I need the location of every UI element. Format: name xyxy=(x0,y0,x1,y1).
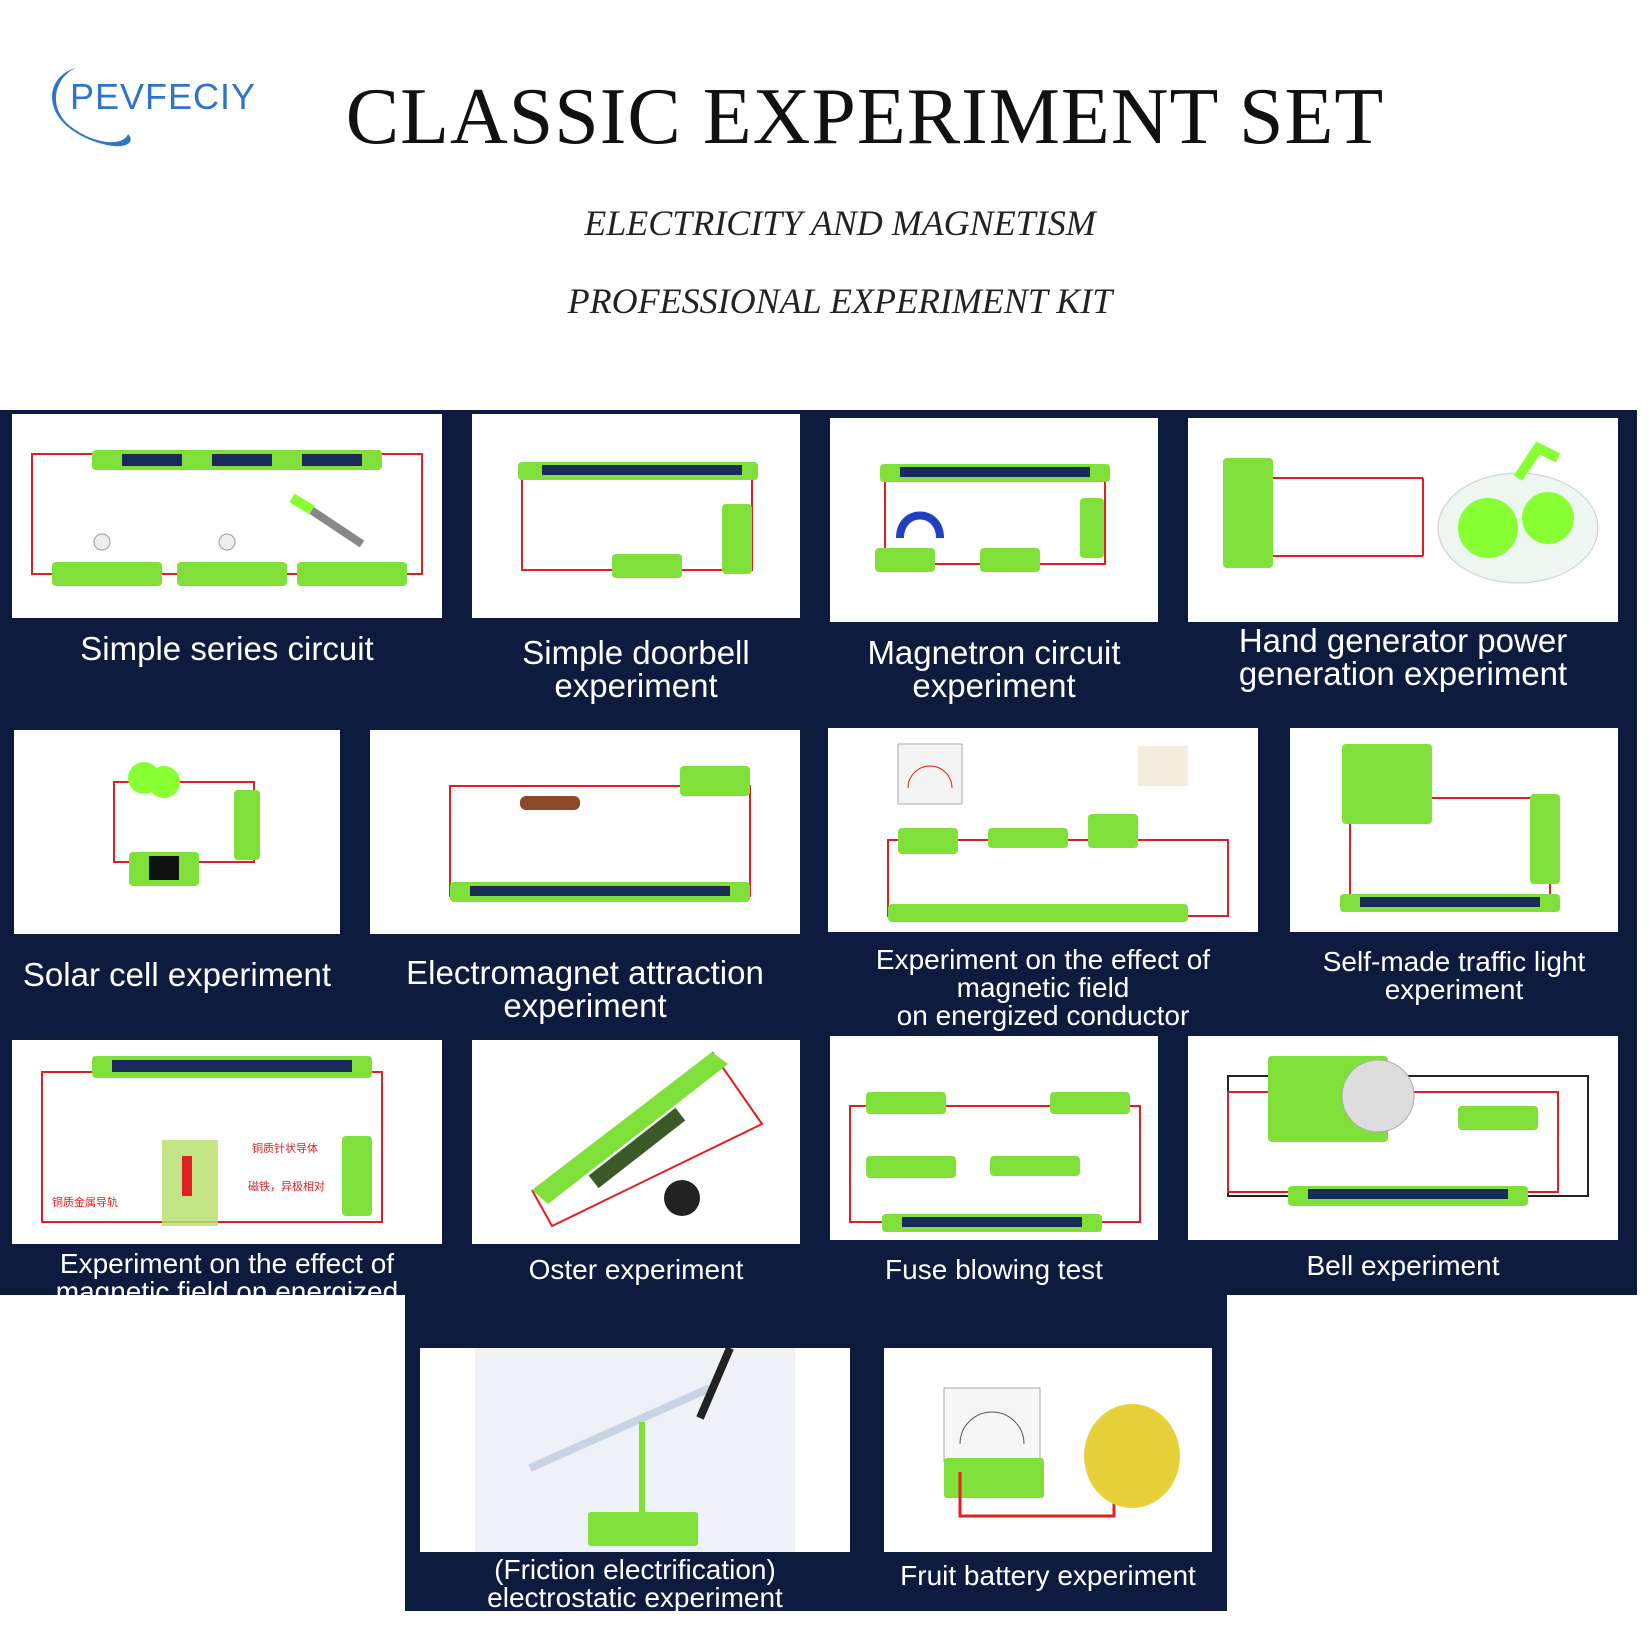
circuit-illustration xyxy=(943,1387,1180,1518)
annotation-label: 铜质针状导体 xyxy=(252,1141,318,1155)
brand-name: PEVFECIY xyxy=(70,76,257,117)
circuit-illustration xyxy=(531,1051,764,1228)
experiment-photo-doorbell xyxy=(472,414,800,618)
experiment-caption: Fuse blowing test xyxy=(885,1254,1103,1285)
experiment-photo-series-circuit xyxy=(12,414,442,618)
experiment-photo-fuse-blowing xyxy=(830,1036,1158,1240)
experiment-photo-traffic-light xyxy=(1290,728,1618,932)
circuit-illustration xyxy=(449,766,751,902)
experiment-caption: Experiment on the effect of magnetic fie… xyxy=(875,944,1211,1031)
brand-logo: PEVFECIY xyxy=(36,62,266,162)
circuit-illustration xyxy=(113,762,260,886)
circuit-illustration xyxy=(475,1348,795,1552)
circuit-illustration xyxy=(31,450,423,586)
experiment-photo-fruit-battery xyxy=(884,1348,1212,1552)
experiment-photo-bell xyxy=(1188,1036,1618,1240)
experiment-photo-hand-generator xyxy=(1188,418,1618,622)
experiment-caption: (Friction electrification) electrostatic… xyxy=(487,1554,783,1613)
experiment-caption: Solar cell experiment xyxy=(22,956,332,993)
page-title: CLASSIC EXPERIMENT SET xyxy=(345,73,1385,161)
experiment-caption: Hand generator power generation experime… xyxy=(1238,622,1568,692)
annotation-label: 磁铁，异极相对 xyxy=(248,1179,325,1193)
experiment-photo-electromagnet xyxy=(370,730,800,934)
experiment-photo-solar-cell xyxy=(14,730,340,934)
experiment-caption: Oster experiment xyxy=(528,1254,744,1285)
experiment-caption: Experiment on the effect of magnetic fie… xyxy=(55,1248,399,1307)
experiment-caption: Fruit battery experiment xyxy=(900,1560,1196,1591)
circuit-illustration: 铜质针状导体 铜质金属导轨 磁铁，异极相对 xyxy=(41,1056,383,1226)
experiment-photo-electrostatic xyxy=(420,1348,850,1552)
experiment-photo-magnetron xyxy=(830,418,1158,622)
circuit-illustration xyxy=(887,743,1229,922)
experiment-caption: Simple series circuit xyxy=(80,630,374,667)
circuit-illustration xyxy=(518,462,758,578)
circuit-illustration xyxy=(1227,1056,1589,1206)
experiment-photo-magnetic-field-conductor xyxy=(828,728,1258,932)
page-subtitle-secondary: PROFESSIONAL EXPERIMENT KIT xyxy=(567,281,1113,321)
page-subtitle: ELECTRICITY AND MAGNETISM xyxy=(584,203,1096,243)
circuit-illustration xyxy=(1223,441,1599,584)
experiment-caption: Self-made traffic light experiment xyxy=(1322,946,1586,1005)
annotation-label: 铜质金属导轨 xyxy=(52,1195,118,1209)
experiment-photo-magnetic-field-rail: 铜质针状导体 铜质金属导轨 磁铁，异极相对 xyxy=(12,1040,442,1244)
experiment-caption: Simple doorbell experiment xyxy=(522,634,750,704)
circuit-illustration xyxy=(849,1092,1141,1232)
circuit-illustration xyxy=(875,464,1110,572)
experiment-photo-oster xyxy=(472,1040,800,1244)
experiment-caption: Electromagnet attraction experiment xyxy=(406,954,764,1024)
circuit-illustration xyxy=(1340,744,1560,912)
experiment-caption: Magnetron circuit experiment xyxy=(867,634,1121,704)
experiment-caption: Bell experiment xyxy=(1306,1250,1500,1281)
